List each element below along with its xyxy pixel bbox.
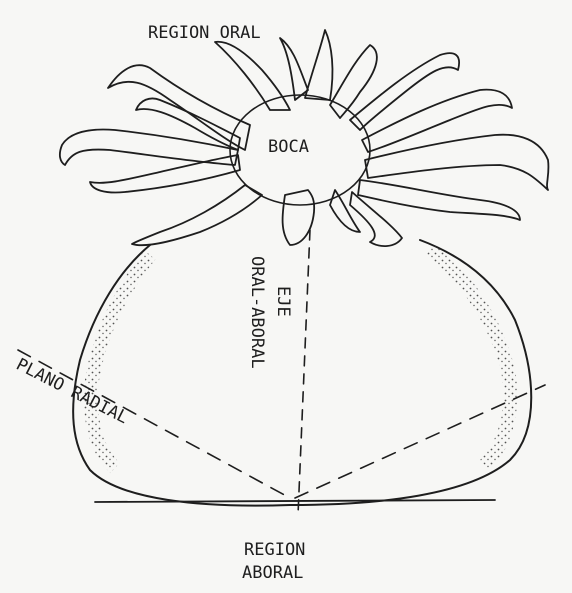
- anemone-body: [73, 240, 531, 506]
- oral-aboral-axis-line: [298, 230, 310, 515]
- label-boca: BOCA: [268, 137, 309, 157]
- label-eje: EJE: [273, 286, 293, 317]
- label-eje-oral-aboral: EJE ORAL-ABORAL: [247, 256, 293, 369]
- label-oral-aboral: ORAL-ABORAL: [247, 256, 267, 369]
- label-region-aboral-line1: REGION: [244, 540, 305, 560]
- label-region-aboral-line2: ABORAL: [242, 563, 303, 583]
- label-plano-radial: PLANO RADIAL: [13, 355, 132, 429]
- label-region-oral: REGION ORAL: [148, 23, 261, 43]
- base-line: [95, 500, 495, 502]
